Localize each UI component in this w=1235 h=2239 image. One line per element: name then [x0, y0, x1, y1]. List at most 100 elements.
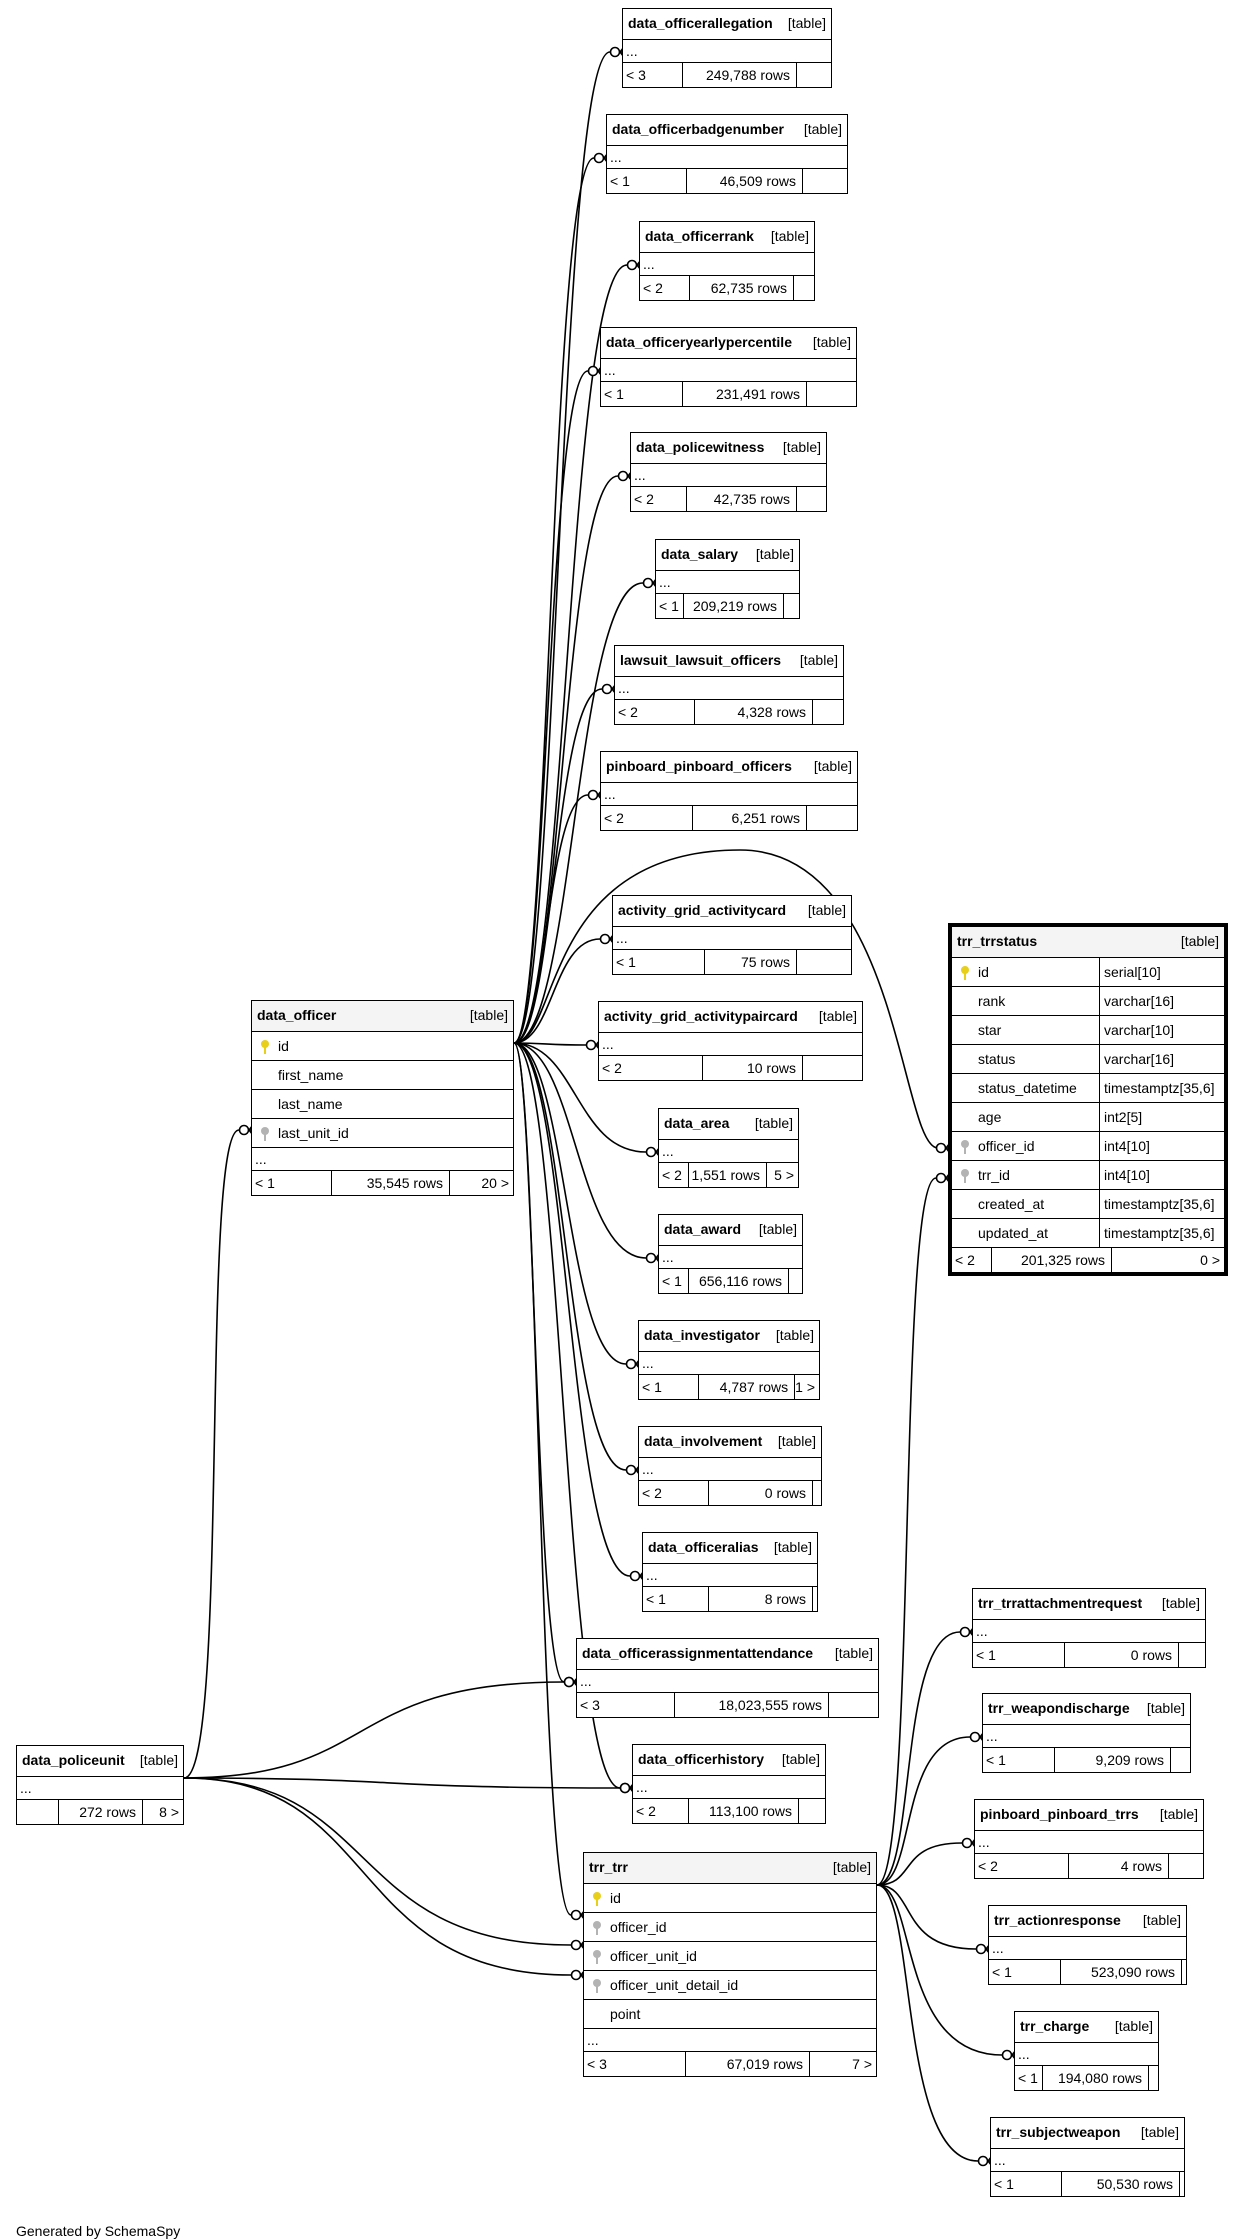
column-name: last_unit_id — [278, 1125, 349, 1141]
parent-count: < 2 — [659, 1163, 689, 1187]
row-count: 656,116 rows — [689, 1269, 789, 1293]
edge-end-circle — [935, 1142, 947, 1154]
table-trr-trr[interactable]: trr_trr [table] id officer_id officer_un… — [583, 1852, 877, 2077]
column-row-officer-unit-id[interactable]: officer_unit_id — [584, 1942, 876, 1971]
more-columns: ... — [615, 677, 843, 700]
row-count: 10 rows — [703, 1056, 803, 1080]
table-name: pinboard_pinboard_officers — [606, 758, 792, 774]
foreign-key-icon — [593, 1950, 601, 1964]
table-name: lawsuit_lawsuit_officers — [620, 652, 782, 668]
child-count — [799, 1799, 825, 1823]
child-count — [807, 382, 856, 406]
table-name: trr_charge — [1020, 2018, 1090, 2034]
parent-count: < 1 — [991, 2172, 1063, 2196]
table-name: trr_weapondischarge — [988, 1700, 1130, 1716]
column-row-point[interactable]: point — [584, 2000, 876, 2029]
column-row-officer-id[interactable]: officer_id — [584, 1913, 876, 1942]
unit-edge — [183, 1777, 572, 1946]
parent-count: < 1 — [989, 1960, 1061, 1984]
row-count: 113,100 rows — [689, 1799, 799, 1823]
child-count: 8 > — [159, 1804, 179, 1820]
column-row-id[interactable]: id — [252, 1032, 513, 1061]
table-header: data_award[table] — [659, 1215, 802, 1246]
parent-count: < 1 — [639, 1375, 699, 1399]
row-count: 249,788 rows — [683, 63, 797, 87]
column-row-officer-unit-detail-id[interactable]: officer_unit_detail_id — [584, 1971, 876, 2000]
row-count: 209,219 rows — [684, 594, 784, 618]
foreign-key-icon — [961, 1169, 969, 1183]
child-count — [794, 276, 814, 300]
child-count: 0 > — [1200, 1252, 1220, 1268]
edge-end-circle — [570, 1939, 582, 1951]
parent-count: < 1 — [613, 950, 705, 974]
table-data-officer[interactable]: data_officer [table] id first_name last_… — [251, 1000, 514, 1196]
edge-end-circle — [645, 1146, 657, 1158]
parent-count: < 3 — [623, 63, 683, 87]
more-columns: ... — [577, 1670, 878, 1693]
table-activity-grid-activitypaircard[interactable]: activity_grid_activitypaircard[table]...… — [598, 1001, 863, 1081]
column-type: timestamptz[35,6] — [1099, 1074, 1224, 1102]
column-type: serial[10] — [1099, 958, 1224, 986]
column-row-last-unit-id[interactable]: last_unit_id — [252, 1119, 513, 1148]
edge-end-circle — [961, 1837, 973, 1849]
foreign-key-icon — [593, 1921, 601, 1935]
table-data-officeryearlypercentile[interactable]: data_officeryearlypercentile[table]...< … — [600, 327, 857, 407]
edge-end-circle — [629, 1570, 641, 1582]
table-name: data_area — [664, 1115, 730, 1131]
table-type: [table] — [1161, 1595, 1200, 1611]
column-row-id[interactable]: id — [584, 1884, 876, 1913]
column-row-last-name[interactable]: last_name — [252, 1090, 513, 1119]
table-header: trr_trrattachmentrequest[table] — [973, 1589, 1205, 1620]
edge-end-circle — [238, 1124, 250, 1136]
table-type: [table] — [782, 439, 821, 455]
table-header: data_policewitness[table] — [631, 433, 826, 464]
column-row-first-name[interactable]: first_name — [252, 1061, 513, 1090]
edge-end-circle — [625, 1358, 637, 1370]
more-columns: ... — [639, 1458, 821, 1481]
child-count — [789, 1269, 802, 1293]
table-data-officerassignmentattendance[interactable]: data_officerassignmentattendance[table].… — [576, 1638, 879, 1718]
table-name: data_officeryearlypercentile — [606, 334, 792, 350]
row-count: 46,509 rows — [687, 169, 803, 193]
row-count: 4 rows — [1069, 1854, 1169, 1878]
table-name: data_investigator — [644, 1327, 760, 1343]
edge-end-circle — [935, 1172, 947, 1184]
table-name: data_officerassignmentattendance — [582, 1645, 814, 1661]
